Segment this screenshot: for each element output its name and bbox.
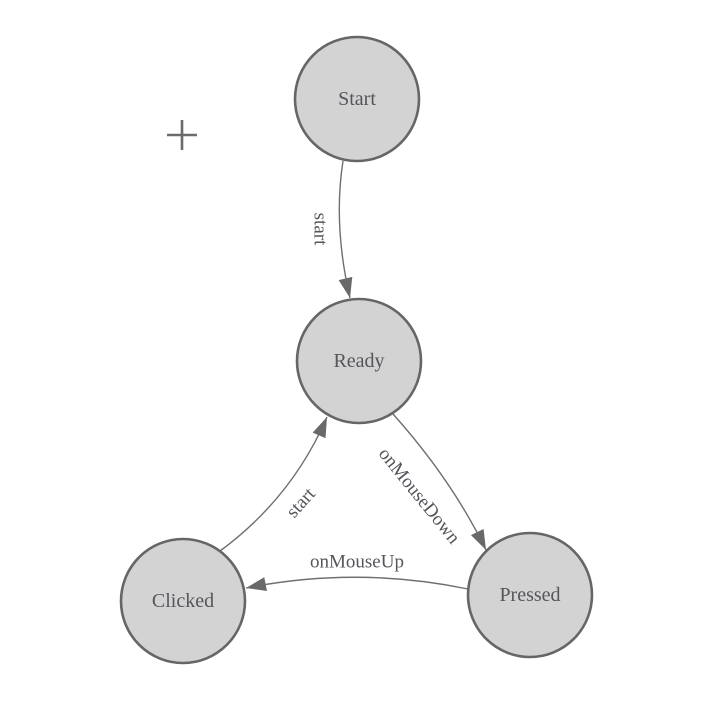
edge-label-clicked-to-ready: start bbox=[282, 483, 320, 522]
node-label-start: Start bbox=[338, 88, 376, 110]
node-label-pressed: Pressed bbox=[499, 584, 560, 606]
node-label-clicked: Clicked bbox=[152, 590, 214, 612]
overlay-layer bbox=[167, 120, 197, 150]
node-circle-clicked[interactable] bbox=[119, 537, 247, 665]
node-label-ready: Ready bbox=[333, 350, 384, 372]
edge-ready-to-pressed[interactable] bbox=[392, 413, 487, 551]
node-circle-pressed[interactable] bbox=[466, 531, 594, 659]
node-pressed[interactable]: Pressed bbox=[466, 531, 594, 659]
node-start[interactable]: Start bbox=[293, 35, 421, 163]
crosshair-plus-icon bbox=[167, 120, 197, 150]
edge-label-pressed-to-clicked: onMouseUp bbox=[310, 552, 404, 573]
edge-label-start-to-ready: start bbox=[310, 213, 331, 246]
node-clicked[interactable]: Clicked bbox=[119, 537, 247, 665]
edge-pressed-to-clicked[interactable] bbox=[245, 576, 469, 591]
edge-start-to-ready[interactable] bbox=[338, 160, 353, 299]
node-circle-start[interactable] bbox=[293, 35, 421, 163]
node-ready[interactable]: Ready bbox=[295, 297, 423, 425]
node-circle-ready[interactable] bbox=[295, 297, 423, 425]
edge-clicked-to-ready[interactable] bbox=[219, 416, 328, 552]
edge-label-ready-to-pressed: onMouseDown bbox=[374, 444, 464, 549]
